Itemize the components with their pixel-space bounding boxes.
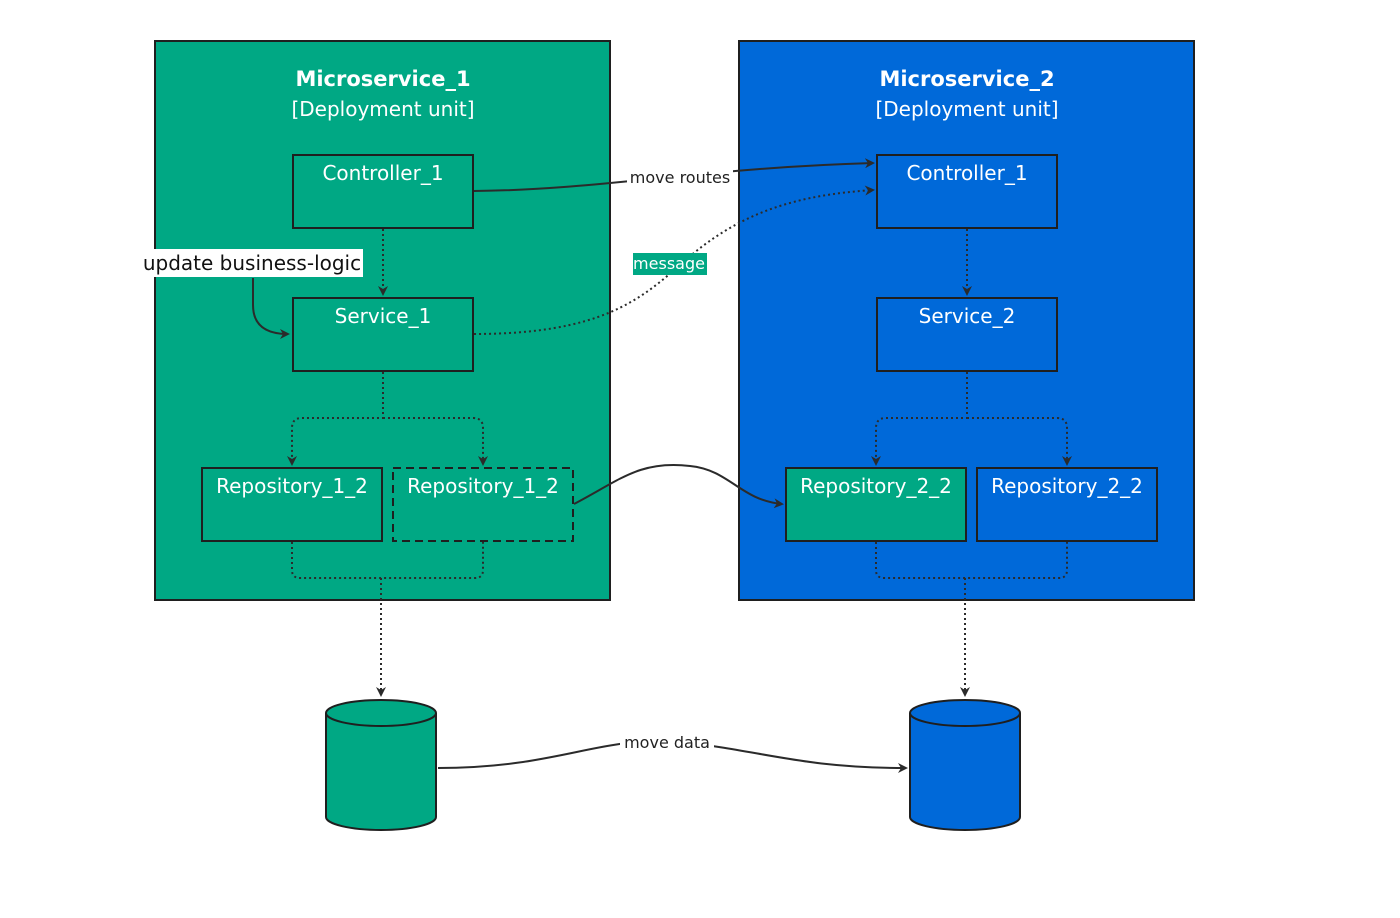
message-label: message [633,254,705,273]
move-data-label: move data [624,733,710,752]
ms2-controller-box [876,154,1058,229]
ms2-repository-a-label: Repository_2_2 [800,474,952,498]
ms2-repository-b-box [976,467,1158,542]
ms2-service-box [876,297,1058,372]
move-data-label-bg [620,731,714,753]
ms1-service-box [292,297,474,372]
ms1-service-label: Service_1 [335,304,432,328]
move-routes-label: move routes [630,168,730,187]
microservice-1-title: Microservice_1 [295,67,470,91]
microservice-2-title: Microservice_2 [879,67,1054,91]
ms1-repositories-to-db-arrow [291,542,484,695]
ms1-repository-a-label: Repository_1_2 [216,474,368,498]
ms1-controller-box [292,154,474,229]
update-business-logic-arrow [252,278,290,339]
repository-move-arrow [573,464,784,509]
ms2-repositories-to-db-arrow [875,542,1068,695]
microservice-2-subtitle: [Deployment unit] [875,97,1058,121]
database-2-icon [909,699,1021,831]
update-business-logic-note-bg [140,249,363,277]
ms1-repository-b-box-dashed [392,467,574,542]
ms2-repository-a-box [785,467,967,542]
ms2-controller-label: Controller_1 [906,161,1027,185]
ms1-repository-a-box [201,467,383,542]
move-routes-label-bg [627,165,733,189]
update-business-logic-note: update business-logic [143,251,361,275]
ms2-service-to-repository-b-arrow [967,417,1072,466]
ms2-service-label: Service_2 [919,304,1016,328]
ms1-controller-label: Controller_1 [322,161,443,185]
microservice-1-subtitle: [Deployment unit] [291,97,474,121]
ms1-service-to-repository-b-arrow [383,417,488,466]
message-label-bg [633,253,707,275]
ms2-repository-b-label: Repository_2_2 [991,474,1143,498]
database-1-icon [325,699,437,831]
ms1-repository-b-label: Repository_1_2 [407,474,559,498]
